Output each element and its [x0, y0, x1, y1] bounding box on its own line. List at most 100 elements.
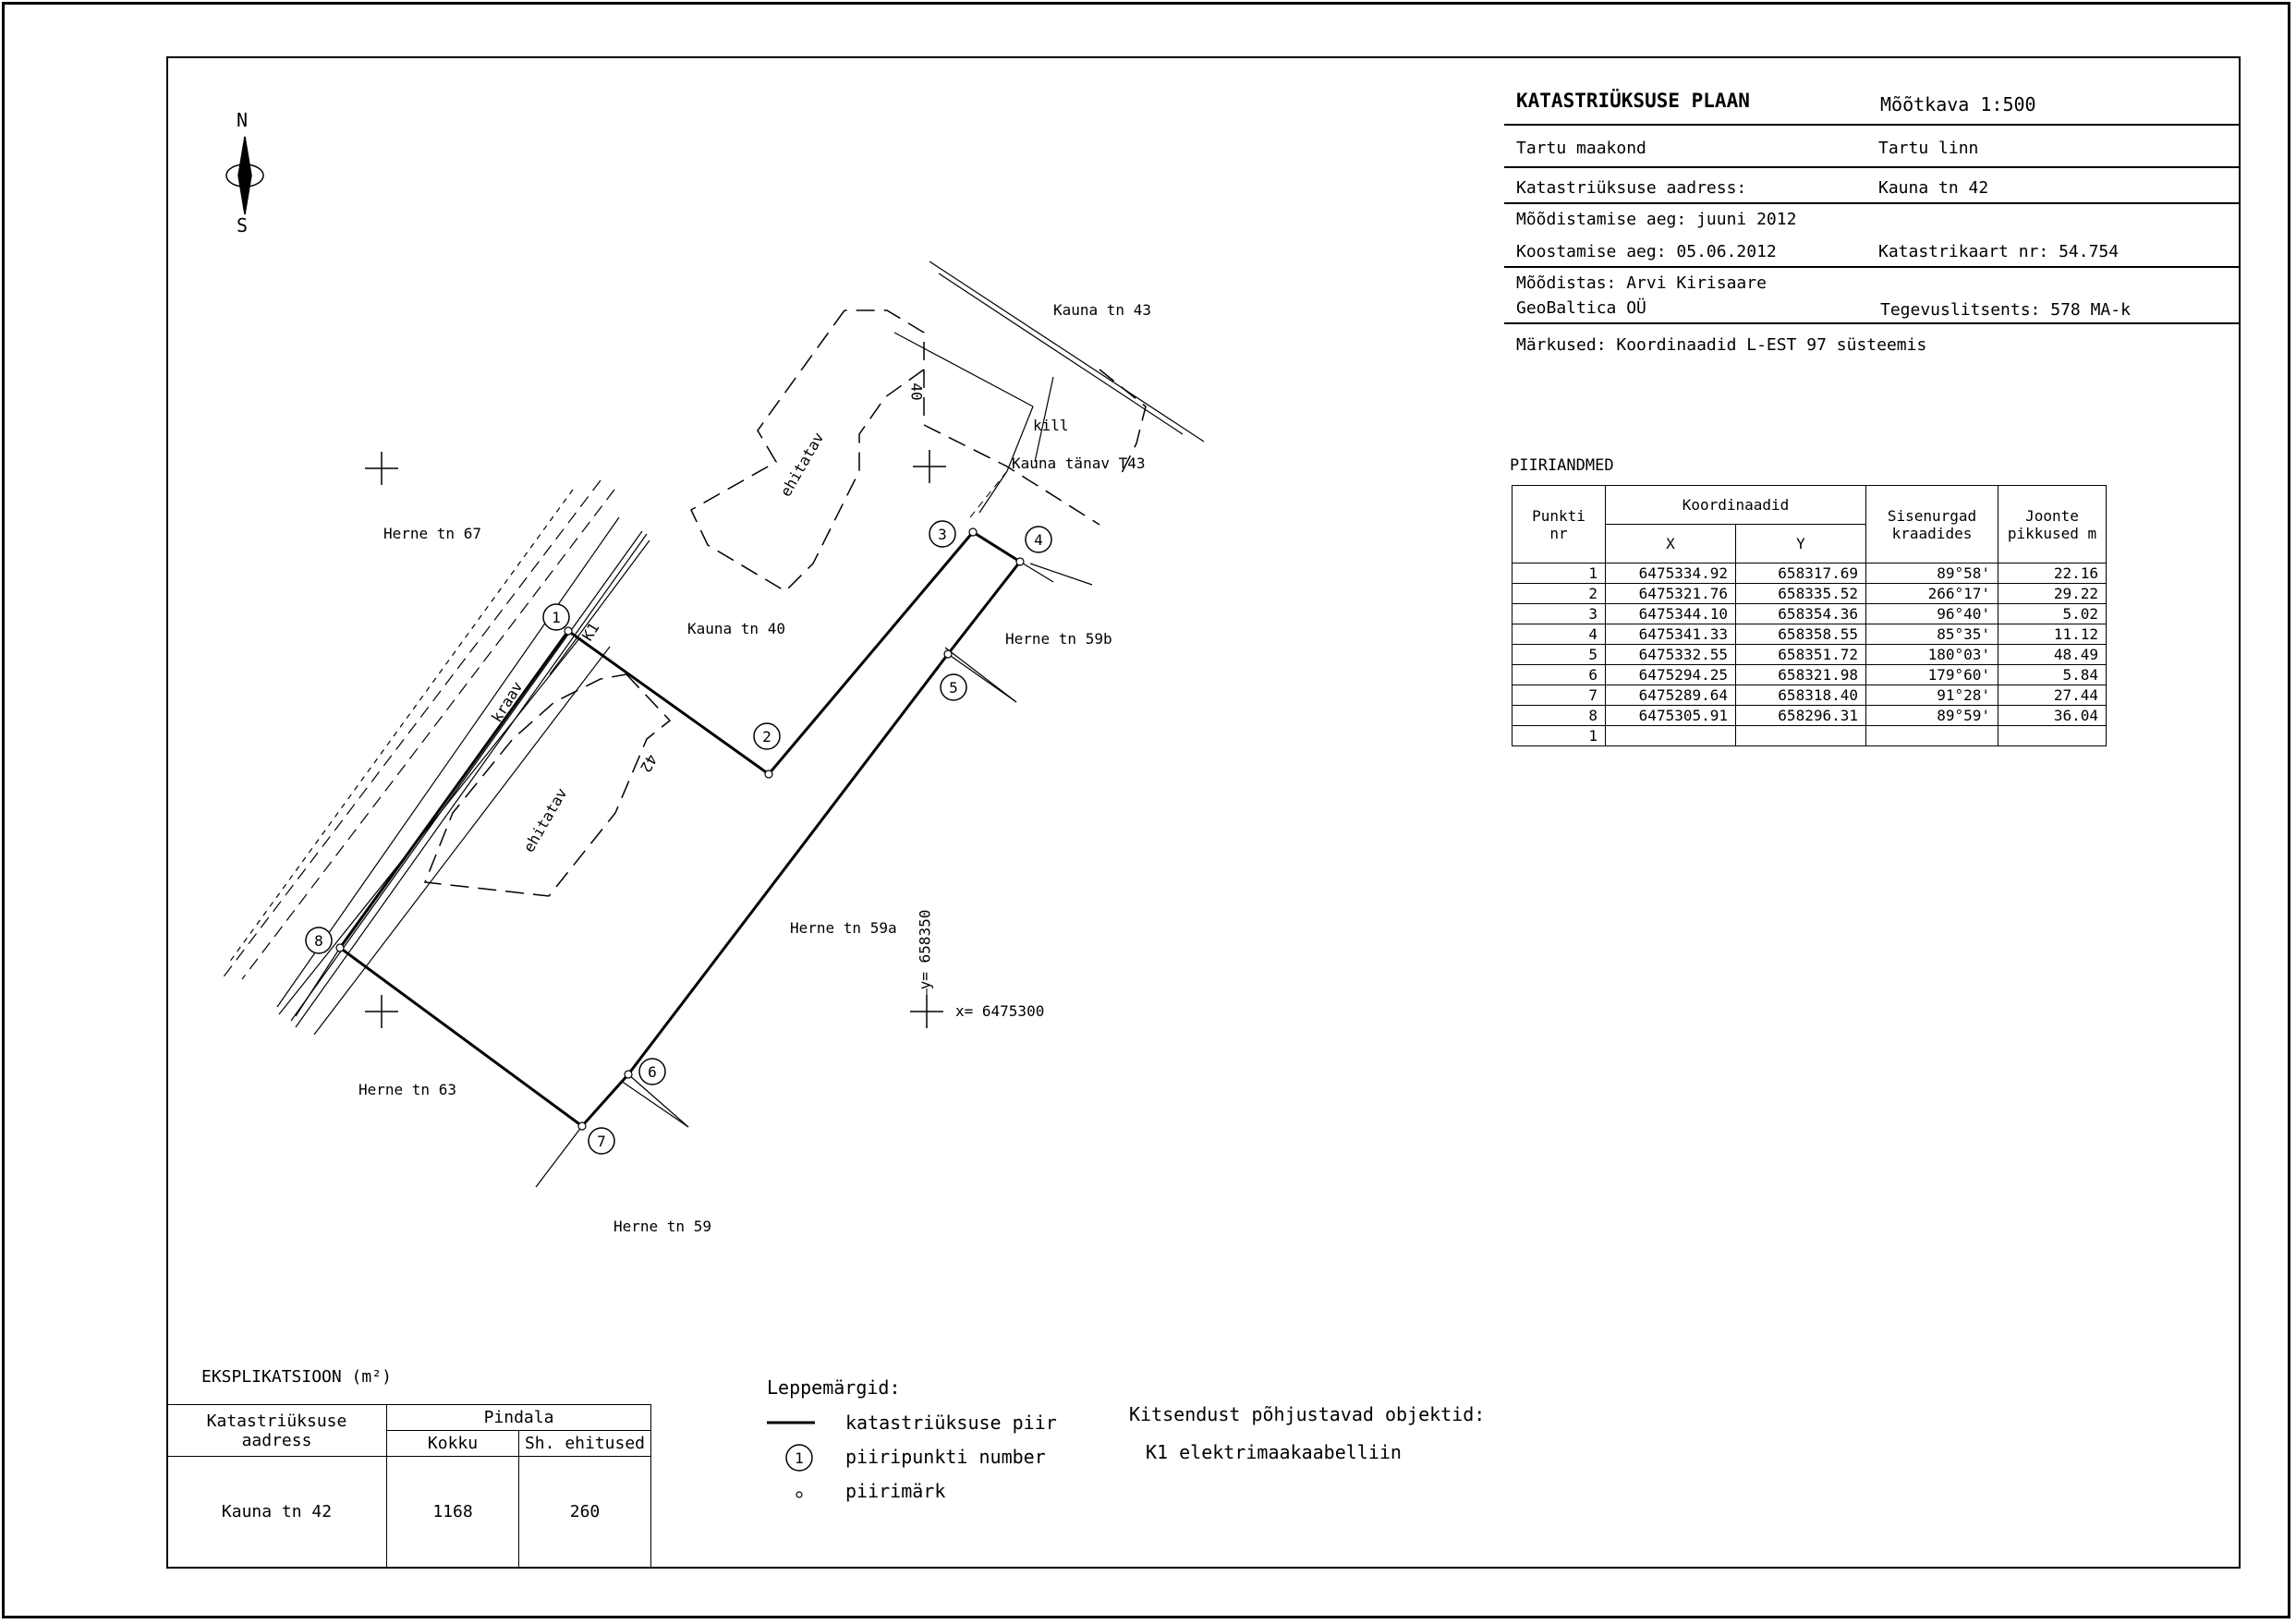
legend-title: Leppemärgid:: [767, 1376, 901, 1399]
grid-cross-icon: [365, 995, 398, 1028]
table-row: 1: [1512, 725, 2107, 746]
header-divider: [1504, 166, 2241, 168]
col-header-built: Sh. ehitused: [518, 1430, 651, 1457]
road-lines: [620, 261, 1205, 1128]
building-outline: [423, 309, 1147, 897]
cell-length: 27.44: [1998, 685, 2107, 706]
cell-built: 260: [518, 1456, 651, 1568]
table-row: 5 6475332.55 658351.72 180°03' 48.49: [1512, 644, 2107, 665]
cell-x: 6475321.76: [1605, 583, 1736, 604]
cell-x: [1605, 725, 1736, 746]
cell-angle: 266°17': [1865, 583, 1998, 604]
cell-nr: 3: [1512, 603, 1606, 624]
cell-angle: 179°60': [1865, 664, 1998, 685]
eksplikatsioon-title: EKSPLIKATSIOON (m²): [201, 1367, 392, 1387]
header-divider: [1504, 124, 2241, 126]
header-divider: [1504, 322, 2241, 324]
cell-y: 658296.31: [1735, 705, 1866, 726]
col-header-area: Pindala: [386, 1404, 651, 1431]
surveyor-label: Mõõdistas: Arvi Kirisaare: [1516, 273, 1767, 293]
table-row: 3 6475344.10 658354.36 96°40' 5.02: [1512, 603, 2107, 624]
table-row: 7 6475289.64 658318.40 91°28' 27.44: [1512, 685, 2107, 706]
notes-label: Märkused: Koordinaadid L-EST 97 süsteemi…: [1516, 335, 1927, 355]
north-arrow-icon: [225, 136, 264, 215]
cell-address: Kauna tn 42: [166, 1456, 387, 1568]
survey-date: Mõõdistamise aeg: juuni 2012: [1516, 210, 1797, 229]
parcel-label: Kauna tn 40: [687, 620, 785, 637]
point-label: 6: [648, 1063, 657, 1081]
cell-angle: 89°58': [1865, 563, 1998, 584]
cell-nr: 1: [1512, 725, 1606, 746]
legend-mark-label: piirimärk: [845, 1480, 946, 1502]
license-label: Tegevuslitsents: 578 MA-k: [1880, 300, 2131, 320]
scale-label: Mõõtkava 1:500: [1880, 93, 2036, 115]
address-label: Katastriüksuse aadress:: [1516, 178, 1747, 198]
table-row: 6 6475294.25 658321.98 179°60' 5.84: [1512, 664, 2107, 685]
fence-label: kill: [1033, 417, 1069, 434]
south-label: S: [237, 214, 249, 236]
cell-x: 6475294.25: [1605, 664, 1736, 685]
street-label: Kauna tänav T43: [1012, 454, 1146, 472]
cell-length: 5.84: [1998, 664, 2107, 685]
cell-nr: 2: [1512, 583, 1606, 604]
col-header-address: Katastriüksuse aadress: [166, 1404, 387, 1457]
cell-y: 658351.72: [1735, 644, 1866, 665]
cell-total: 1168: [386, 1456, 519, 1568]
house-number: 40: [907, 382, 926, 401]
restrictions-title: Kitsendust põhjustavad objektid:: [1129, 1403, 1486, 1425]
legend-circle-icon: [785, 1444, 813, 1472]
cell-x: 6475332.55: [1605, 644, 1736, 665]
parcel-label: Herne tn 67: [383, 525, 481, 542]
cell-angle: 89°59': [1865, 705, 1998, 726]
cell-length: 29.22: [1998, 583, 2107, 604]
cell-angle: 96°40': [1865, 603, 1998, 624]
cell-x: 6475305.91: [1605, 705, 1736, 726]
coordinate-label: y= 658350: [916, 909, 934, 990]
point-label: 8: [314, 932, 323, 950]
cell-nr: 6: [1512, 664, 1606, 685]
cell-length: 36.04: [1998, 705, 2107, 726]
cell-length: [1998, 725, 2107, 746]
grid-cross-icon: [913, 450, 946, 483]
table-row: 4 6475341.33 658358.55 85°35' 11.12: [1512, 624, 2107, 645]
cell-nr: 8: [1512, 705, 1606, 726]
area-table: Katastriüksuse aadress Pindala Kokku Sh.…: [166, 1404, 651, 1568]
parcel-label: Kauna tn 43: [1053, 301, 1151, 319]
parcel-label: Herne tn 59a: [790, 919, 897, 937]
plan-title: KATASTRIÜKSUSE PLAAN: [1516, 90, 1750, 112]
restriction-item: K1 elektrimaakaabelliin: [1146, 1441, 1402, 1463]
cell-angle: 180°03': [1865, 644, 1998, 665]
map-number: Katastrikaart nr: 54.754: [1878, 242, 2120, 261]
company-label: GeoBaltica OÜ: [1516, 298, 1646, 318]
table-row: Kauna tn 42 1168 260: [166, 1456, 651, 1568]
ditch-lines: [221, 479, 650, 1036]
legend-line-label: katastriüksuse piir: [845, 1412, 1057, 1434]
boundary-mark-icon: [335, 527, 1025, 1131]
cell-y: 658321.98: [1735, 664, 1866, 685]
parcel-label: Herne tn 63: [358, 1081, 456, 1098]
cell-x: 6475341.33: [1605, 624, 1736, 645]
boundary-data-table: Punkti nr Koordinaadid Sisenurgad kraadi…: [1512, 485, 2107, 746]
cell-nr: 1: [1512, 563, 1606, 584]
inner-frame: [166, 56, 2241, 1569]
cell-y: 658358.55: [1735, 624, 1866, 645]
point-label: 5: [949, 679, 958, 697]
cell-x: 6475289.64: [1605, 685, 1736, 706]
header-divider: [1504, 266, 2241, 268]
compile-date: Koostamise aeg: 05.06.2012: [1516, 242, 1777, 261]
col-header-point: Punkti nr: [1512, 485, 1606, 564]
col-header-lengths: Joonte pikkused m: [1998, 485, 2107, 564]
parcel-label: Herne tn 59b: [1005, 630, 1112, 648]
cell-length: 5.02: [1998, 603, 2107, 624]
cell-angle: 91°28': [1865, 685, 1998, 706]
cell-x: 6475344.10: [1605, 603, 1736, 624]
parcel-label: Herne tn 59: [613, 1218, 711, 1235]
col-header-coords: Koordinaadid: [1605, 485, 1866, 525]
cell-y: 658354.36: [1735, 603, 1866, 624]
cell-length: 22.16: [1998, 563, 2107, 584]
address-value: Kauna tn 42: [1878, 178, 1989, 198]
point-label: 3: [938, 526, 947, 543]
grid-cross-icon: [365, 452, 398, 485]
cell-nr: 7: [1512, 685, 1606, 706]
cell-x: 6475334.92: [1605, 563, 1736, 584]
